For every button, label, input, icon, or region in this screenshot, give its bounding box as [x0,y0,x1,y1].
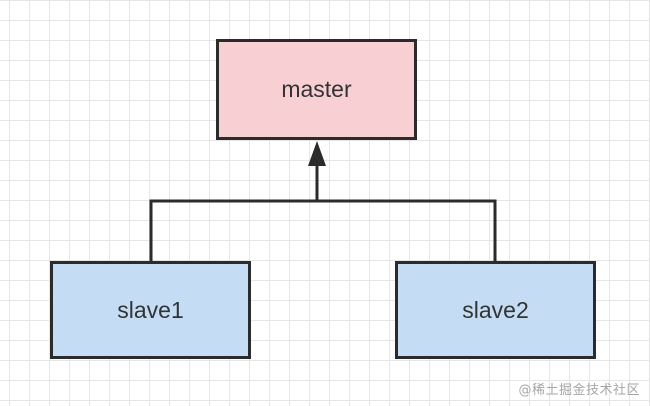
master-node: master [216,39,417,140]
master-label: master [281,76,352,102]
slave1-node: slave1 [50,261,251,359]
slave1-label: slave1 [117,296,184,323]
slave2-node: slave2 [395,261,596,359]
arrow-head-icon [308,141,326,166]
slave2-label: slave2 [462,296,529,323]
watermark: @稀土掘金技术社区 [518,383,640,398]
